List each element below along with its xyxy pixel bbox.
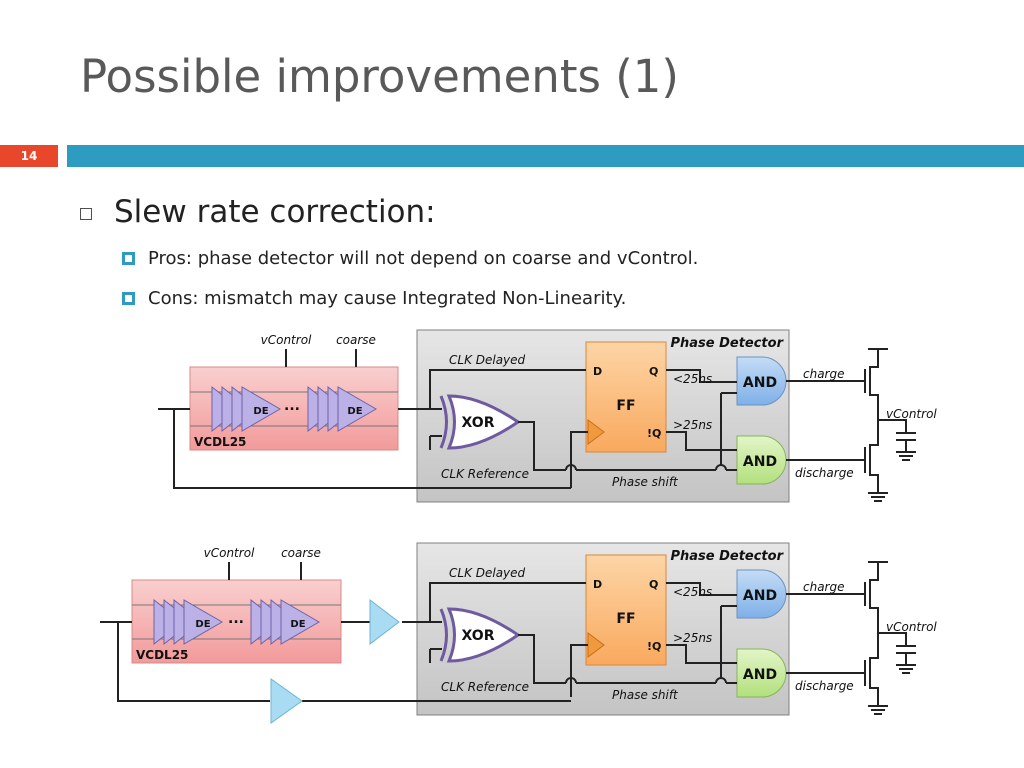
bullet-pros: Pros: phase detector will not depend on … [122, 248, 698, 269]
slide-title: Possible improvements (1) [80, 50, 679, 103]
ellipsis-label: ... [228, 611, 244, 627]
de-label: DE [253, 406, 268, 417]
phase-shift-label: Phase shift [612, 688, 679, 702]
bullet-cons-text: Cons: mismatch may cause Integrated Non-… [148, 288, 627, 309]
gt25-label: >25ns [673, 631, 712, 645]
lt25-label: <25ns [673, 585, 712, 599]
nq-pin-label: !Q [647, 640, 661, 653]
bullet-cons: Cons: mismatch may cause Integrated Non-… [122, 288, 626, 309]
xor-label: XOR [462, 415, 495, 431]
xor-label: XOR [462, 628, 495, 644]
hollow-square-bullet-icon [80, 208, 92, 220]
slide-number: 14 [0, 145, 58, 167]
and-label: AND [743, 667, 777, 683]
bullet-main: Slew rate correction: [80, 194, 436, 230]
clk-reference-label: CLK Reference [441, 680, 529, 694]
circuit-diagram-1: vControl coarse DE DE ... VCDL25 Phase D… [156, 328, 937, 504]
bullet-main-text: Slew rate correction: [114, 194, 436, 230]
ff-label: FF [616, 611, 635, 627]
and-label: AND [743, 588, 777, 604]
phase-detector-label: Phase Detector [670, 549, 784, 564]
lt25-label: <25ns [673, 372, 712, 386]
and-label: AND [743, 375, 777, 391]
accent-bar [67, 145, 1024, 167]
q-pin-label: Q [649, 365, 658, 378]
q-pin-label: Q [649, 578, 658, 591]
d-pin-label: D [593, 578, 602, 591]
ellipsis-label: ... [284, 398, 300, 414]
vcontrol-out-label: vControl [886, 620, 937, 634]
vcontrol-out-label: vControl [886, 407, 937, 421]
and-label: AND [743, 454, 777, 470]
coarse-label: coarse [336, 333, 376, 347]
clk-delayed-label: CLK Delayed [449, 353, 526, 367]
de-label: DE [347, 406, 362, 417]
square-bullet-icon [122, 292, 135, 305]
de-label: DE [290, 619, 305, 630]
bullet-pros-text: Pros: phase detector will not depend on … [148, 248, 699, 269]
coarse-label: coarse [281, 546, 321, 560]
vcontrol-label: vControl [204, 546, 255, 560]
vcdl-label: VCDL25 [194, 435, 246, 449]
d-pin-label: D [593, 365, 602, 378]
nq-pin-label: !Q [647, 427, 661, 440]
clk-delayed-label: CLK Delayed [449, 566, 526, 580]
circuit-diagram-2: Phase Detector CLK Delayed CLK Reference… [100, 542, 937, 724]
charge-label: charge [803, 580, 845, 594]
vcdl-label: VCDL25 [136, 648, 188, 662]
de-label: DE [195, 619, 210, 630]
discharge-label: discharge [795, 679, 854, 693]
charge-label: charge [803, 367, 845, 381]
phase-shift-label: Phase shift [612, 475, 679, 489]
vcontrol-label: vControl [261, 333, 312, 347]
discharge-label: discharge [795, 466, 854, 480]
gt25-label: >25ns [673, 418, 712, 432]
clk-reference-label: CLK Reference [441, 467, 529, 481]
ff-label: FF [616, 398, 635, 414]
square-bullet-icon [122, 252, 135, 265]
phase-detector-label: Phase Detector [670, 336, 784, 351]
